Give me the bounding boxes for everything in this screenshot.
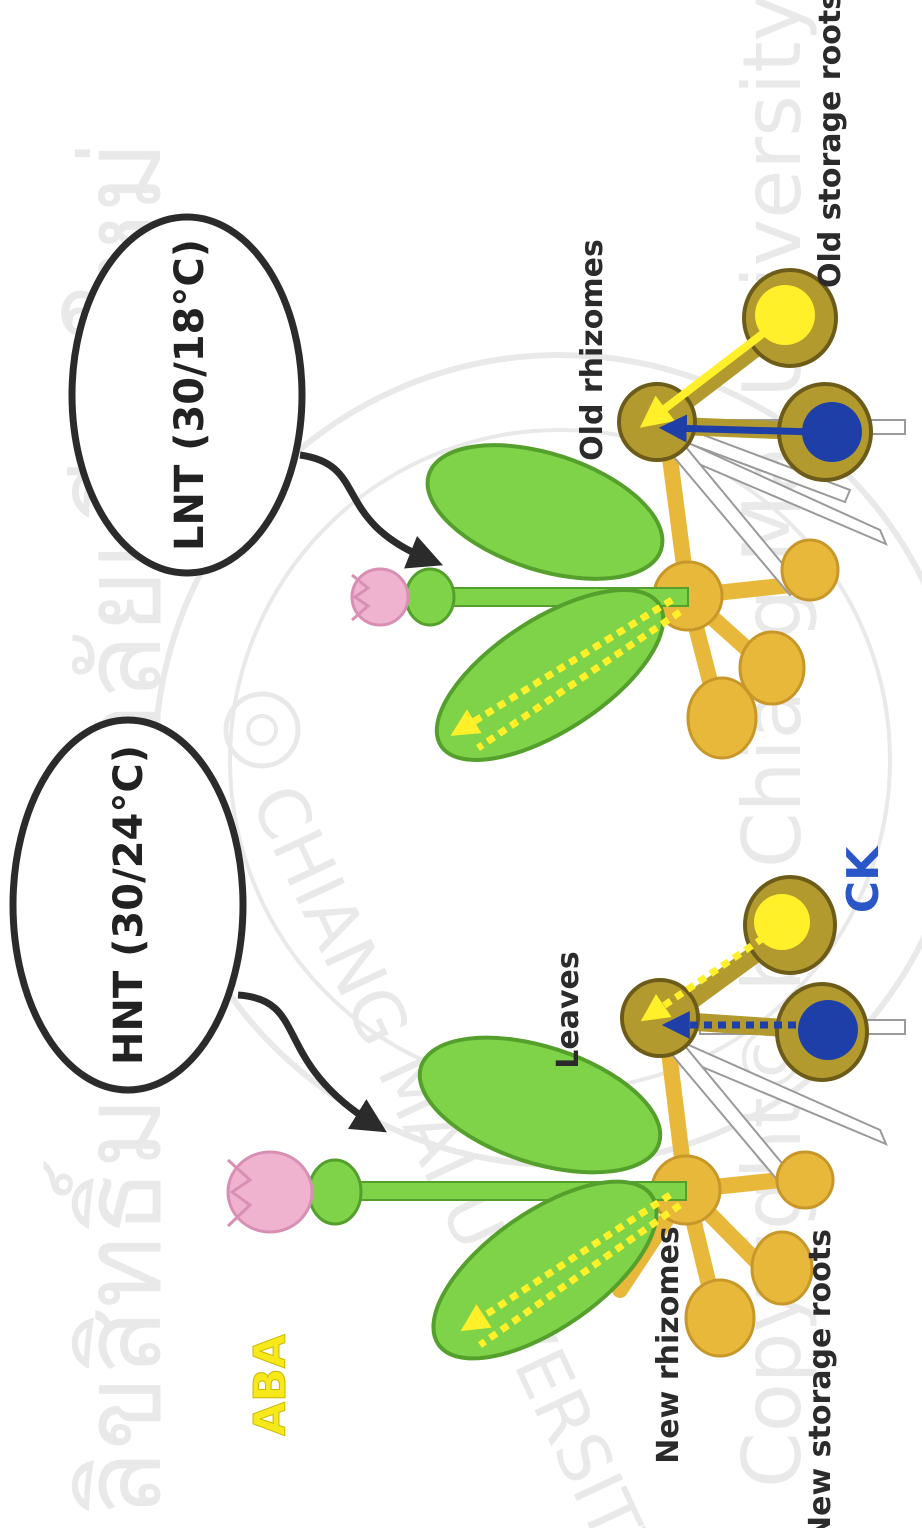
new-storage-root-3 [777, 1152, 833, 1208]
lnt-label: LNT (30/18°C) [167, 239, 213, 551]
flower-bract [309, 1160, 361, 1224]
hnt-label: HNT (30/24°C) [106, 745, 152, 1065]
label-new-rhizomes: New rhizomes [651, 1226, 686, 1464]
seal-flower-icon [226, 694, 298, 766]
label-aba: ABA [245, 1334, 296, 1436]
lnt-oval: LNT (30/18°C) [72, 217, 302, 573]
plant-lnt [352, 270, 905, 793]
hnt-oval: HNT (30/24°C) [13, 720, 243, 1090]
old-storage-root-blue-core [798, 1000, 858, 1060]
label-ck: CK [838, 845, 889, 913]
new-storage-root-2 [686, 1280, 754, 1356]
flower-icon [228, 1152, 312, 1232]
label-leaves: Leaves [551, 951, 586, 1068]
blue-solid-arrow-old [670, 428, 815, 432]
lnt-storage-root-3 [782, 540, 838, 600]
lnt-storage-root-2 [688, 678, 756, 758]
lnt-flower-icon [352, 569, 408, 625]
label-old-storage-roots: Old storage roots [813, 0, 848, 288]
lnt-arrow [300, 455, 430, 560]
old-rhizome [622, 980, 698, 1056]
label-old-rhizomes: Old rhizomes [575, 239, 610, 461]
lnt-flower-bract [406, 569, 454, 625]
label-new-storage-roots: New storage roots [803, 1229, 838, 1528]
